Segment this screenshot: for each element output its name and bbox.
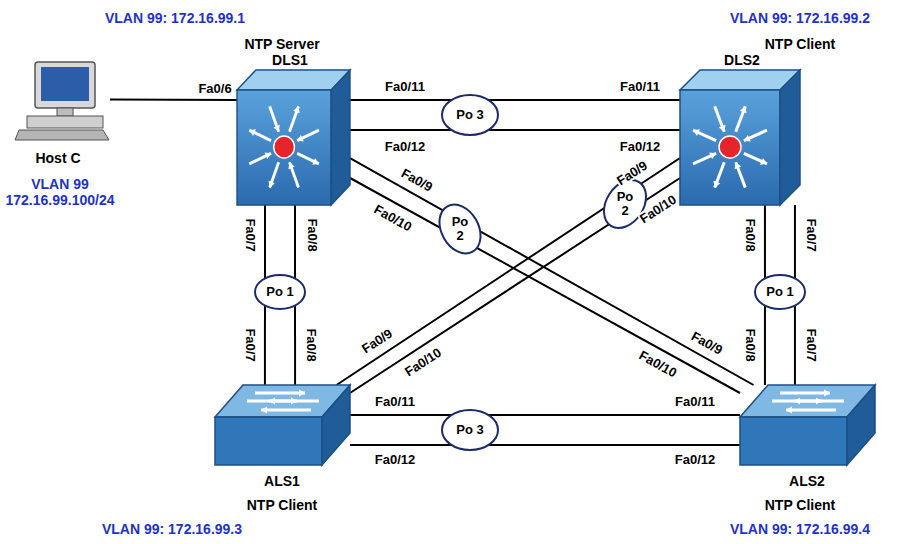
port-label: Fa0/12 [619, 140, 661, 153]
device-label: NTP Client [247, 497, 318, 513]
device-label: VLAN 99: 172.16.99.1 [105, 10, 245, 26]
multilayer-switch: VLAN 99: 172.16.99.2NTP ClientDLS2 [680, 70, 800, 205]
device-label: NTP Server [244, 36, 319, 52]
port-channel-oval: Po 3 [436, 81, 504, 149]
cable [350, 178, 740, 393]
access-switch: ALS2NTP ClientVLAN 99: 172.16.99.4 [740, 385, 875, 465]
port-channel-oval: Po 3 [436, 396, 504, 464]
device-label: DLS2 [724, 52, 760, 68]
port-channel-oval: Po 2 [428, 197, 492, 261]
port-channel-oval: Po 1 [749, 261, 811, 323]
cable [350, 444, 740, 446]
device-label: Host C [35, 150, 80, 166]
port-channel-label: Po 3 [456, 423, 483, 437]
port-label: Fa0/7 [805, 327, 818, 362]
port-label: Fa0/6 [197, 82, 232, 95]
device-label: ALS2 [789, 473, 825, 489]
multilayer-switch: VLAN 99: 172.16.99.1NTP ServerDLS1 [237, 70, 350, 205]
port-label: Fa0/10 [371, 202, 414, 234]
switch-icon [680, 70, 800, 205]
port-label: Fa0/7 [244, 327, 257, 362]
port-label: Fa0/11 [619, 80, 661, 93]
port-label: Fa0/11 [674, 395, 716, 408]
port-label: Fa0/8 [305, 327, 318, 362]
device-label: DLS1 [272, 52, 308, 68]
cable [350, 99, 680, 101]
switch-icon [237, 70, 350, 205]
cable [350, 129, 680, 131]
device-label: NTP Client [765, 36, 836, 52]
cable [337, 158, 681, 385]
port-channel-label: Po 1 [766, 285, 793, 299]
port-label: Fa0/8 [744, 217, 757, 252]
host-pc: Host CVLAN 99 172.16.99.100/24 [15, 62, 110, 142]
port-label: Fa0/10 [402, 345, 445, 379]
port-channel-label: Po 2 [450, 215, 470, 242]
port-label: Fa0/10 [636, 348, 679, 380]
port-label: Fa0/8 [744, 327, 757, 362]
port-channel-oval: Po 1 [249, 261, 311, 323]
port-label: Fa0/11 [384, 80, 426, 93]
device-label: VLAN 99 172.16.99.100/24 [0, 176, 130, 208]
cable [110, 99, 237, 101]
port-channel-label: Po 1 [266, 285, 293, 299]
port-channel-label: Po 2 [615, 190, 635, 217]
port-label: Fa0/7 [244, 217, 257, 252]
port-label: Fa0/8 [306, 217, 319, 252]
port-label: Fa0/12 [374, 453, 416, 466]
device-label: VLAN 99: 172.16.99.3 [102, 521, 242, 537]
port-label: Fa0/9 [359, 326, 396, 356]
device-label: VLAN 99: 172.16.99.4 [730, 521, 870, 537]
port-label: Fa0/12 [674, 453, 716, 466]
port-channel-label: Po 3 [456, 108, 483, 122]
switch-icon [740, 385, 875, 465]
device-label: VLAN 99: 172.16.99.2 [730, 10, 870, 26]
device-label: NTP Client [765, 497, 836, 513]
port-label: Fa0/12 [384, 140, 426, 153]
port-label: Fa0/11 [374, 395, 416, 408]
cable [350, 414, 740, 416]
port-label: Fa0/9 [688, 329, 725, 357]
access-switch: ALS1NTP ClientVLAN 99: 172.16.99.3 [215, 385, 350, 465]
device-label: ALS1 [264, 473, 300, 489]
pc-icon [15, 62, 110, 142]
port-label: Fa0/9 [398, 166, 435, 194]
switch-icon [215, 385, 350, 465]
port-label: Fa0/7 [805, 217, 818, 252]
